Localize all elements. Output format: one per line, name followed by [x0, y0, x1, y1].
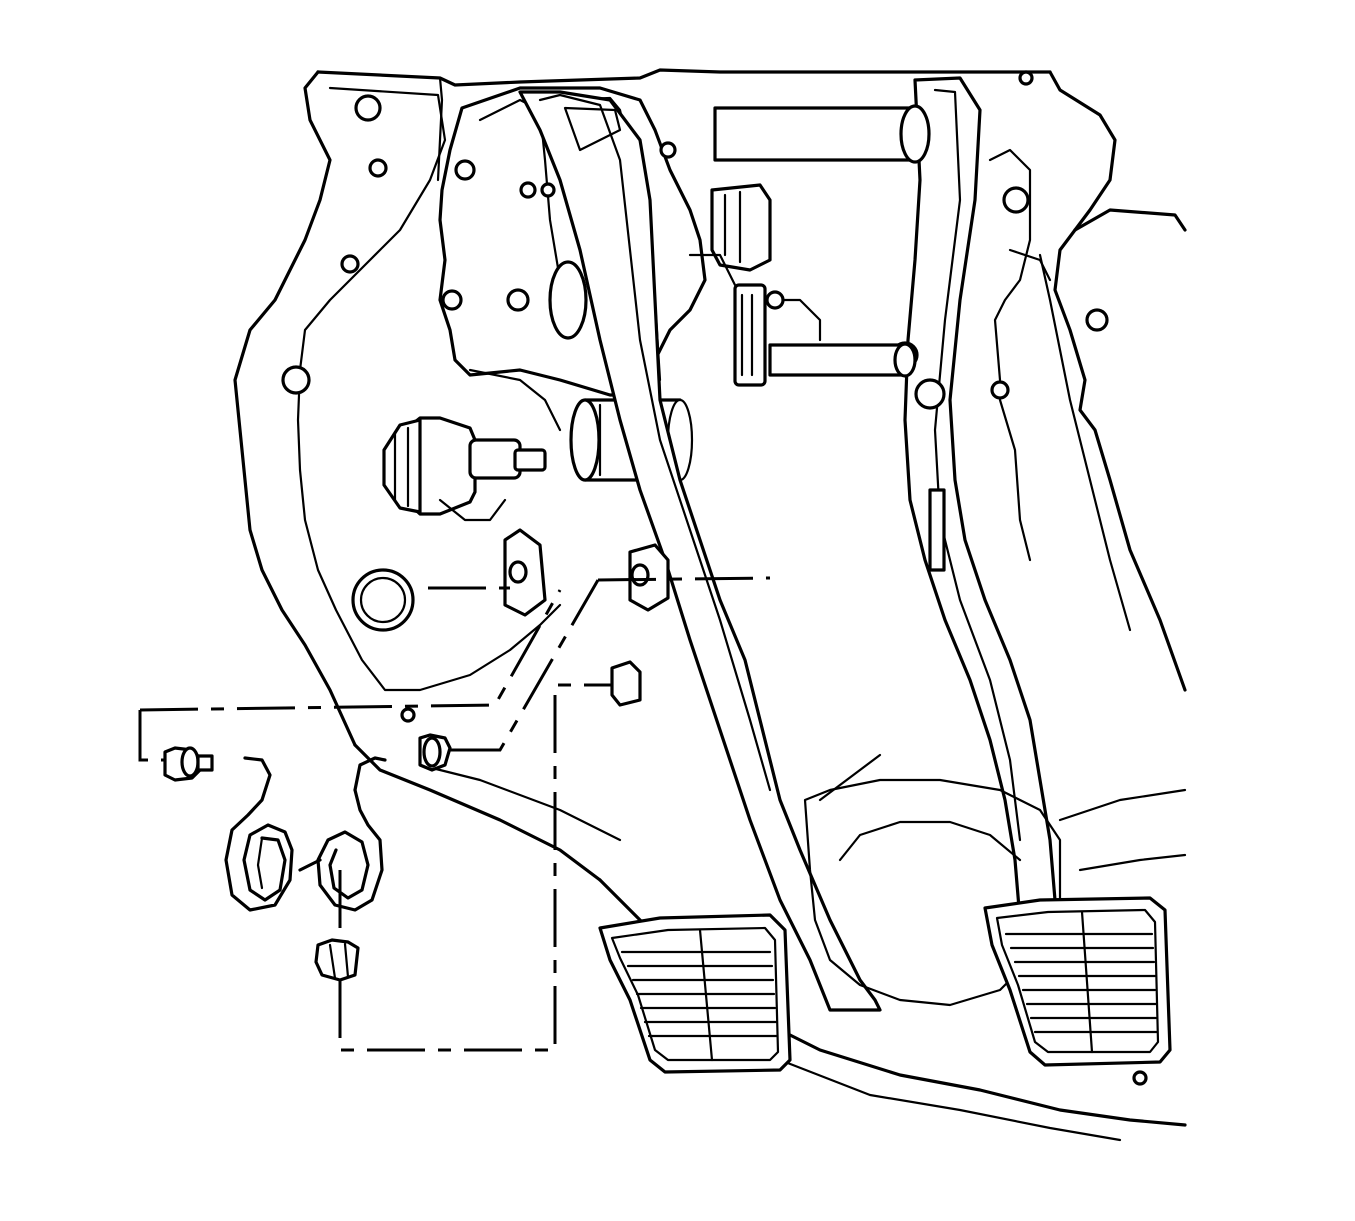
leader-lines	[138, 576, 771, 1052]
spring-clip	[418, 733, 452, 772]
accelerator-pedal-pad	[983, 896, 1172, 1086]
brake-pedal-pad	[598, 913, 792, 1074]
accelerator-pad-ribs	[1004, 910, 1159, 1054]
return-spring-coil-left	[224, 756, 294, 912]
brake-pedal-arm	[518, 90, 882, 1012]
pivot-bushing	[503, 528, 670, 617]
dash-panel-plate	[233, 68, 1052, 882]
brake-booster-pushrod	[382, 416, 547, 522]
arm-bushing-small	[610, 660, 642, 707]
return-spring-coil-right	[298, 756, 387, 912]
bushing-bolt	[163, 746, 214, 782]
spring-retainer-clip	[314, 938, 360, 982]
brake-pad-ribs	[620, 928, 779, 1062]
cross-shaft	[713, 104, 931, 378]
right-side-panel	[988, 70, 1187, 692]
pedal-position-sensor-connector	[688, 183, 822, 387]
